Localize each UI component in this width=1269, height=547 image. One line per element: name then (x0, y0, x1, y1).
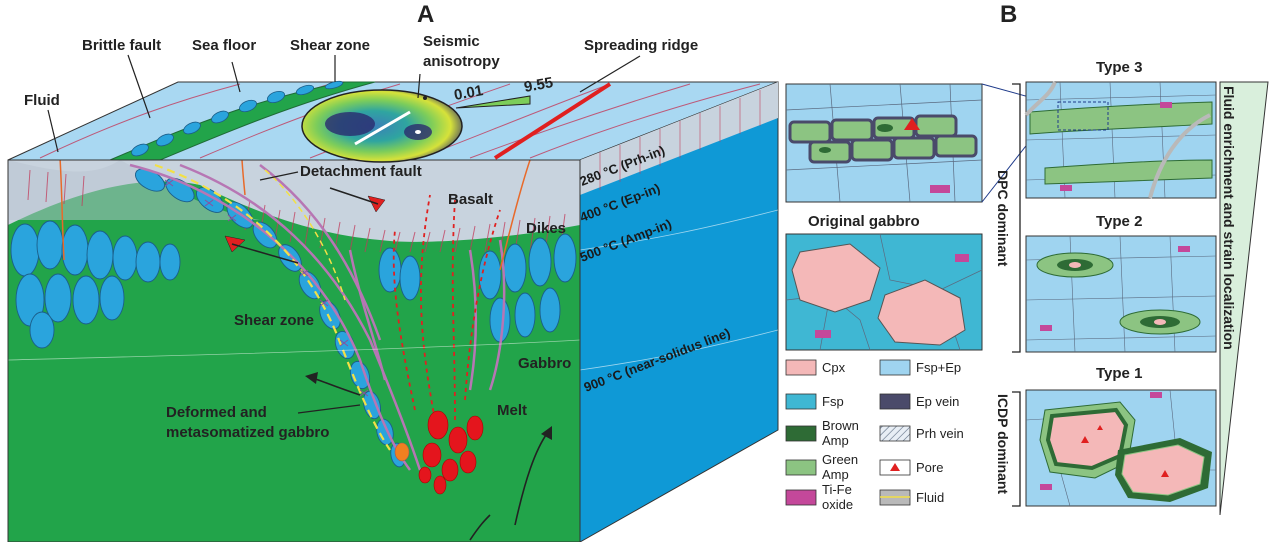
legend-swatch-green-amp (785, 459, 817, 476)
legend-swatch-prh-vein (879, 425, 911, 442)
panel-b-letter: B (1000, 1, 1017, 28)
label-brittle-fault: Brittle fault (82, 37, 161, 54)
legend-label-fsp: Fsp (822, 394, 844, 409)
trend-wedge (1219, 81, 1269, 516)
panel-a-letter: A (417, 1, 434, 28)
legend-swatch-fsp (785, 393, 817, 410)
block-front-face (8, 160, 580, 542)
legend-swatch-brown-amp (785, 425, 817, 442)
original-gabbro-panel (785, 233, 983, 351)
block-side-face (579, 81, 779, 543)
legend-label-cpx: Cpx (822, 360, 846, 375)
legend-label-prh-vein: Prh vein (916, 426, 964, 441)
seismic-anisotropy-stereonet (301, 89, 463, 163)
label-icdp-dominant: ICDP dominant (995, 394, 1011, 494)
legend-label-fsp-ep: Fsp+Ep (916, 360, 961, 375)
legend-label-fluid: Fluid (916, 490, 944, 505)
label-trend: Fluid enrichment and strain localization (1221, 86, 1237, 350)
label-spreading-ridge: Spreading ridge (584, 37, 698, 54)
type-1-panel (1025, 389, 1217, 507)
label-deformed-2: metasomatized gabbro (166, 424, 329, 441)
legend-swatch-fsp-ep (879, 359, 911, 376)
type-2-panel (1025, 235, 1217, 353)
legend-swatch-pore (879, 459, 911, 476)
label-original-gabbro: Original gabbro (808, 213, 920, 230)
scale-max: 9.55 (523, 74, 555, 96)
legend-swatch-ti-fe-oxide (785, 489, 817, 506)
label-sea-floor: Sea floor (192, 37, 256, 54)
label-dpc-dominant: DPC dominant (995, 170, 1011, 267)
scale-min: 0.01 (453, 82, 485, 104)
label-seismic: Seismic (423, 33, 480, 50)
legend-swatch-cpx (785, 359, 817, 376)
label-anisotropy: anisotropy (423, 53, 500, 70)
legend-label-ep-vein: Ep vein (916, 394, 959, 409)
melt-blobs (418, 410, 484, 495)
label-dikes: Dikes (526, 220, 566, 237)
label-shear-zone-mid: Shear zone (234, 312, 314, 329)
legend-swatch-ep-vein (879, 393, 911, 410)
dpc-bracket (1012, 83, 1021, 353)
label-fluid: Fluid (24, 92, 60, 109)
zoom-inset (785, 83, 983, 203)
label-type-1: Type 1 (1096, 365, 1142, 382)
label-basalt: Basalt (448, 191, 493, 208)
label-shear-zone-top: Shear zone (290, 37, 370, 54)
spreading-ridge-line (493, 82, 612, 160)
label-type-2: Type 2 (1096, 213, 1142, 230)
anisotropy-scale-bar (455, 95, 531, 109)
legend-label-pore: Pore (916, 460, 943, 475)
label-melt: Melt (497, 402, 527, 419)
label-gabbro: Gabbro (518, 355, 571, 372)
label-detachment-fault: Detachment fault (300, 163, 422, 180)
icdp-bracket (1012, 391, 1021, 507)
legend-swatch-fluid (879, 489, 911, 506)
label-deformed-1: Deformed and (166, 404, 267, 421)
label-type-3: Type 3 (1096, 59, 1142, 76)
type-3-panel (1024, 81, 1217, 199)
